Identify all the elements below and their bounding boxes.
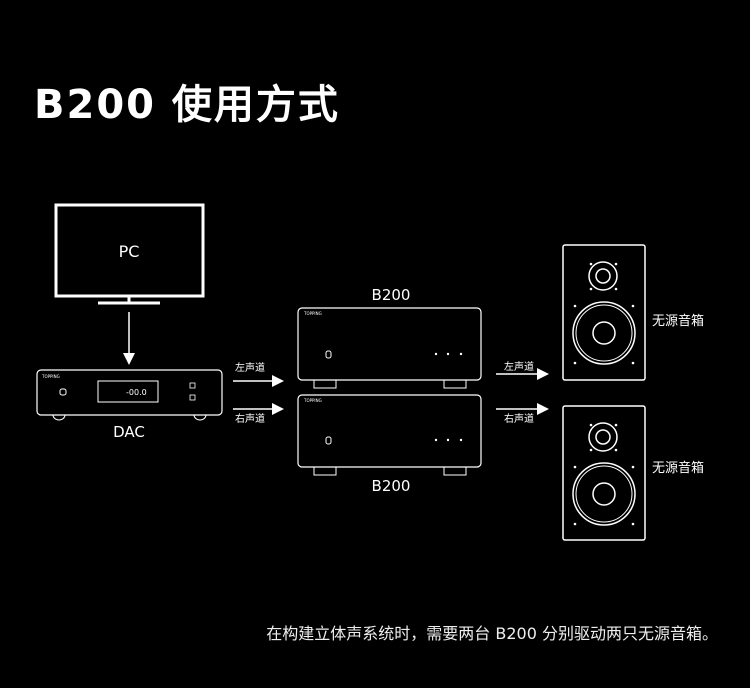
page-title: B200 使用方式 <box>34 82 340 128</box>
speaker-left-label: 无源音箱 <box>652 313 704 329</box>
speaker-right-label: 无源音箱 <box>652 460 704 476</box>
right-channel-label-2: 右声道 <box>504 412 534 425</box>
dac-device-icon: TOPPING -00.0 <box>36 369 223 421</box>
b200-amplifier-bottom-icon: TOPPING <box>297 394 482 476</box>
dac-display-value: -00.0 <box>126 388 147 397</box>
left-channel-label-1: 左声道 <box>235 361 265 374</box>
speaker-left-icon <box>562 244 646 381</box>
b200-amplifier-top-icon: TOPPING <box>297 307 482 389</box>
left-channel-label-2: 左声道 <box>504 360 534 373</box>
dac-label: DAC <box>113 423 145 441</box>
b200-bottom-label: B200 <box>372 477 411 495</box>
pc-label: PC <box>119 242 140 261</box>
b200-top-label: B200 <box>372 286 411 304</box>
right-channel-label-1: 右声道 <box>235 412 265 425</box>
svg-text:TOPPING: TOPPING <box>303 398 322 403</box>
svg-text:TOPPING: TOPPING <box>303 311 322 316</box>
caption: 在构建立体声系统时，需要两台 B200 分别驱动两只无源音箱。 <box>266 624 718 643</box>
pc-monitor-icon <box>54 203 205 305</box>
speaker-right-icon <box>562 405 646 541</box>
svg-text:TOPPING: TOPPING <box>41 374 60 379</box>
